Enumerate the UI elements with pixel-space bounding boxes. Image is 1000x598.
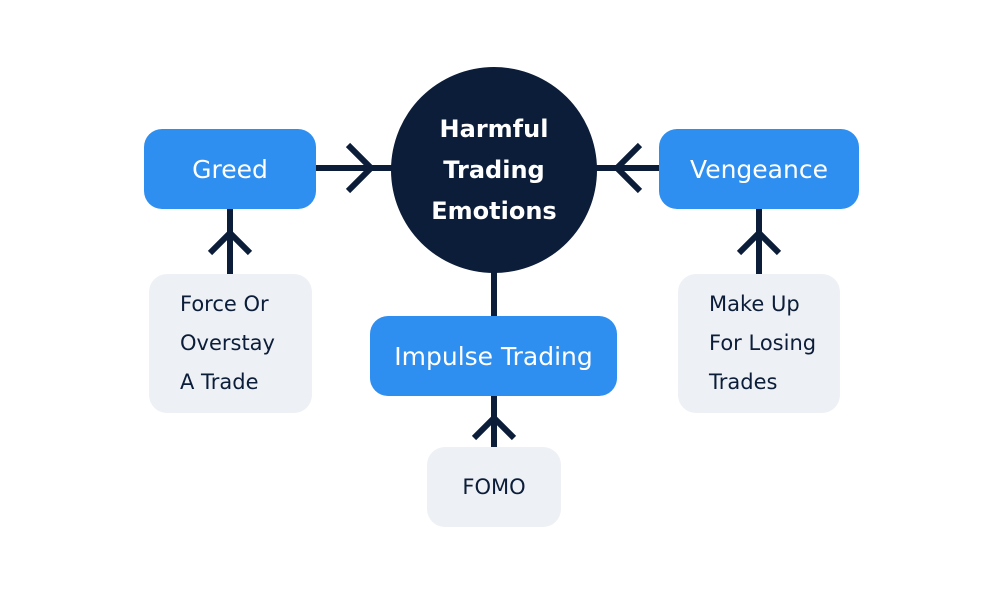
makeup-line-2: For Losing [709,331,817,355]
node-vengeance: Vengeance [659,129,859,209]
hub-label-line-3: Emotions [431,196,557,225]
node-force-or-overstay: Force Or Overstay A Trade [149,274,312,413]
arrowhead-force-to-greed [207,228,253,256]
node-impulse-trading: Impulse Trading [370,316,617,396]
node-make-up-for-losing: Make Up For Losing Trades [678,274,840,413]
hub-label-line-1: Harmful [439,114,549,143]
node-greed-label: Greed [192,154,268,184]
arrowhead-greed-to-hub [345,142,376,194]
node-fomo: FOMO [427,447,561,527]
node-fomo-label: FOMO [462,474,526,499]
hub-harmful-trading-emotions: Harmful Trading Emotions [391,67,597,273]
arrowhead-makeup-to-vengeance [736,228,782,256]
force-line-1: Force Or [180,292,269,316]
node-vengeance-label: Vengeance [690,154,828,184]
node-impulse-trading-label: Impulse Trading [394,341,593,371]
arrowhead-fomo-to-impulse [471,413,517,441]
force-line-2: Overstay [180,331,275,355]
force-line-3: A Trade [180,370,259,394]
hub-label-line-2: Trading [443,155,545,184]
arrowhead-vengeance-to-hub [612,142,643,194]
makeup-line-1: Make Up [709,292,800,316]
node-greed: Greed [144,129,316,209]
makeup-line-3: Trades [709,370,778,394]
